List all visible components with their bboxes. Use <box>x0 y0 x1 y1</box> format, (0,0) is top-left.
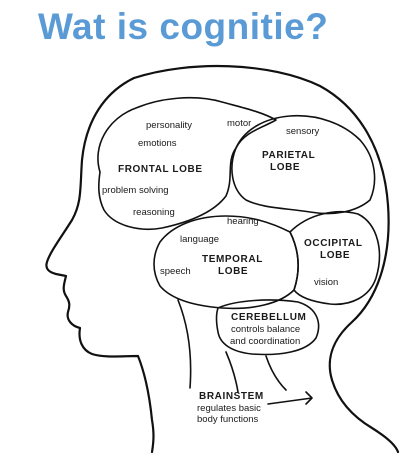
neck-line <box>177 299 192 389</box>
label-brainstem-desc1: regulates basic <box>197 403 261 414</box>
label-sensory: sensory <box>286 126 320 137</box>
label-brainstem-desc2: body functions <box>197 414 259 425</box>
label-brainstem: BRAINSTEM <box>199 391 264 402</box>
brainstem-outline <box>225 351 287 393</box>
label-cerebellum-desc1: controls balance <box>231 324 300 335</box>
cerebellum-outline <box>215 299 320 356</box>
label-cerebellum: CEREBELLUM <box>231 312 306 323</box>
label-speech: speech <box>160 266 191 277</box>
occipital-lobe-outline <box>289 210 381 305</box>
label-temporal-line1: TEMPORAL <box>202 254 263 265</box>
label-reasoning: reasoning <box>133 207 175 218</box>
back-of-head <box>132 64 400 454</box>
label-parietal-line1: PARIETAL <box>262 150 315 161</box>
label-emotions: emotions <box>138 138 177 149</box>
label-motor: motor <box>227 118 251 129</box>
head-profile <box>45 76 155 454</box>
brainstem-pointer <box>267 391 313 405</box>
label-hearing: hearing <box>227 216 259 227</box>
label-parietal-line2: LOBE <box>270 162 300 173</box>
label-occipital-line2: LOBE <box>320 250 350 261</box>
slide-title: Wat is cognitie? <box>38 6 329 47</box>
label-problem-solving: problem solving <box>102 185 169 196</box>
label-vision: vision <box>314 277 338 288</box>
label-occipital-line1: OCCIPITAL <box>304 238 363 249</box>
label-cerebellum-desc2: and coordination <box>230 336 300 347</box>
label-language: language <box>180 234 219 245</box>
parietal-lobe-outline <box>231 114 376 215</box>
label-personality: personality <box>146 120 192 131</box>
label-frontal-lobe: FRONTAL LOBE <box>118 164 203 175</box>
label-temporal-line2: LOBE <box>218 266 248 277</box>
